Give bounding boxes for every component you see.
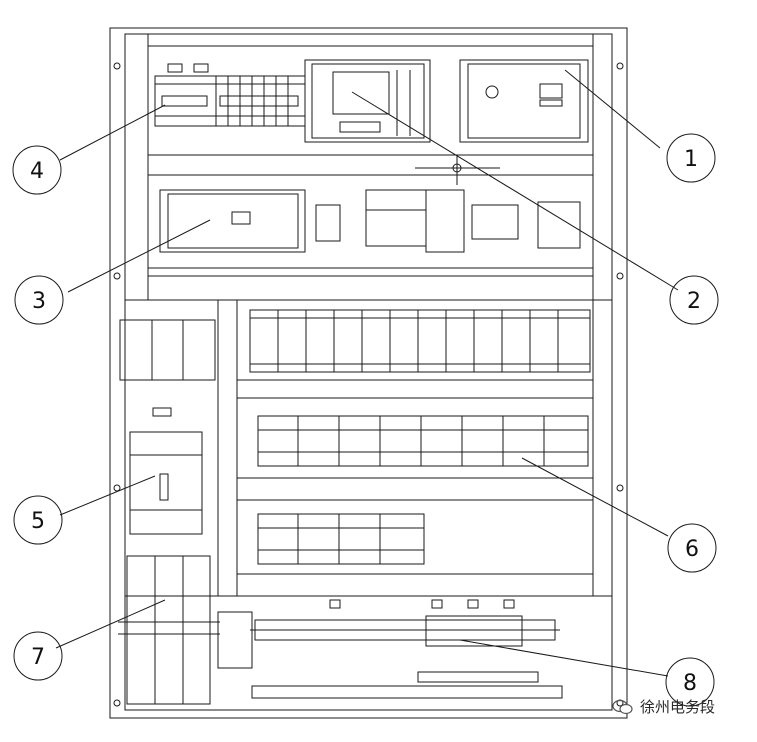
callout-circle-6 (667, 523, 717, 573)
display-controller (304, 59, 431, 143)
small-switch-block (119, 319, 216, 381)
watermark-text: 徐州电务段 (640, 698, 716, 716)
leader-line-6 (521, 457, 669, 537)
breaker-strip-top (154, 63, 306, 127)
small-relay (217, 611, 253, 669)
callout-circle-5 (13, 495, 63, 545)
callout-circle-1 (666, 133, 716, 183)
middle-row-devices (315, 189, 581, 253)
leader-line-3 (67, 219, 211, 293)
callout-label-2: 2 (687, 289, 701, 314)
leader-line-4 (59, 104, 166, 161)
callout-circle-8 (665, 657, 715, 707)
device-box-middle-left (159, 189, 306, 253)
cabinet-outline (109, 27, 628, 719)
callout-label-3: 3 (32, 289, 46, 314)
callout-label-4: 4 (30, 159, 44, 184)
device-box-top-right (459, 59, 589, 143)
terminal-strip (250, 599, 563, 699)
leader-line-5 (59, 475, 156, 516)
callout-label-7: 7 (31, 645, 45, 670)
callout-label-6: 6 (685, 537, 699, 562)
callout-circle-2 (669, 275, 719, 325)
cabinet-inner-frame (124, 33, 613, 711)
leader-line-7 (55, 599, 166, 649)
callout-circle-7 (13, 631, 63, 681)
callout-circle-3 (14, 275, 64, 325)
callout-label-8: 8 (683, 671, 697, 696)
leader-line-1 (564, 69, 661, 149)
triple-breaker-block (118, 555, 220, 705)
callout-label-1: 1 (684, 147, 698, 172)
callout-label-5: 5 (31, 509, 45, 534)
leader-line-2 (351, 91, 679, 291)
wechat-icon (612, 699, 633, 714)
leader-line-8 (459, 639, 669, 677)
breaker-rows (237, 309, 593, 575)
top-mounting-row (148, 45, 593, 277)
power-module (129, 407, 203, 535)
callout-circle-4 (12, 145, 62, 195)
watermark: 徐州电务段 (612, 696, 715, 717)
